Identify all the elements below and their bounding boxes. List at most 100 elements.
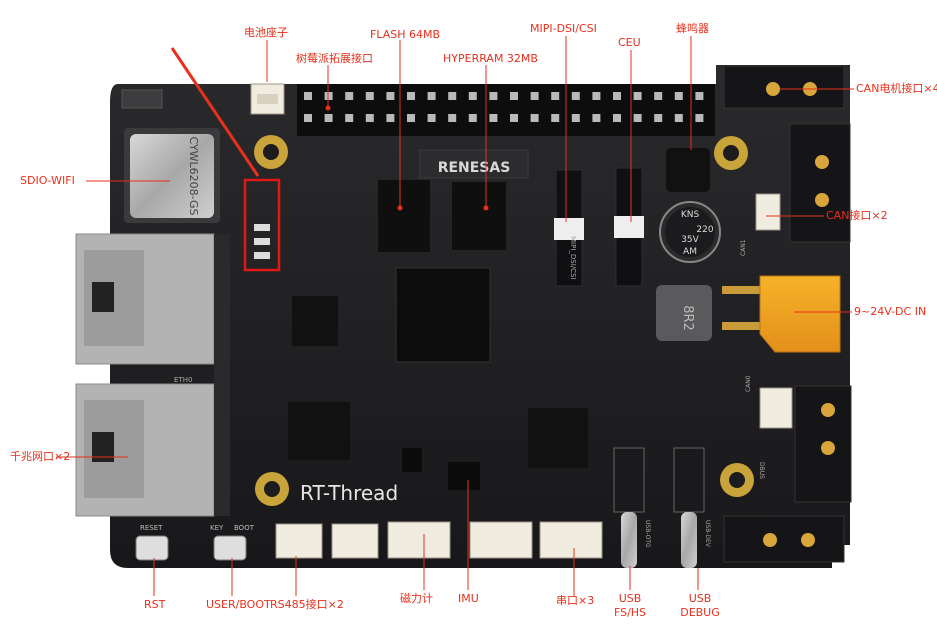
buzzer: [666, 148, 710, 192]
label-gigabit: 千兆网口×2: [10, 450, 71, 463]
inductor: [656, 285, 712, 341]
silk-can0: CAN0: [745, 375, 752, 392]
header-pin: [468, 92, 477, 100]
header-pin: [695, 114, 704, 122]
header-pin: [674, 92, 683, 100]
header-pin: [633, 114, 642, 122]
header-pin: [365, 92, 374, 100]
header-pin: [592, 114, 601, 122]
header-pin: [304, 114, 312, 122]
header-pin: [448, 114, 457, 122]
mounting-hole: [254, 135, 754, 506]
header-pin: [654, 92, 663, 100]
label-imu: IMU: [458, 592, 479, 605]
silk-mipi: MIPI_DSI/CSI: [569, 236, 577, 280]
header-pin: [345, 92, 354, 100]
header-pin: [386, 92, 395, 100]
label-usb-debug-1: USB: [688, 592, 712, 605]
header-pin: [386, 114, 395, 122]
inductor-marking: 8R2: [680, 305, 695, 331]
header-pin: [510, 92, 518, 100]
led-highlight-box: [243, 178, 281, 272]
silk-dbus: DBUS: [758, 462, 765, 479]
rpi-header: [297, 84, 715, 136]
header-pin: [613, 114, 621, 122]
silk-reset: RESET: [140, 524, 163, 532]
header-pin: [571, 92, 580, 100]
header-pin: [324, 114, 333, 122]
header-pin: [510, 114, 518, 122]
label-ceu: CEU: [618, 36, 641, 49]
cap-mark-1: KNS: [681, 210, 700, 220]
header-pin: [489, 114, 498, 122]
header-pin: [530, 114, 539, 122]
silk-can1: CAN1: [740, 239, 747, 256]
silk-key: KEY: [210, 524, 224, 532]
header-pin: [530, 92, 539, 100]
label-uart: 串口×3: [556, 594, 595, 607]
header-pin: [345, 114, 354, 122]
usb-port: [613, 447, 705, 568]
header-pin: [695, 92, 704, 100]
wifi-module: CYWL6208-GS: [124, 128, 220, 223]
dc-in-connector: [722, 275, 841, 353]
label-usb-fs-hs-1: USB: [618, 592, 642, 605]
imu-chip: [448, 462, 480, 490]
label-usb-debug-2: DEBUG: [680, 606, 720, 619]
ethernet-jack: [75, 233, 230, 517]
header-pin: [448, 92, 457, 100]
label-usb-fs-hs-2: FS/HS: [613, 606, 647, 619]
label-rpi-header: 树莓派拓展接口: [296, 52, 373, 65]
magnetometer-chip: [402, 448, 422, 472]
label-rst: RST: [144, 598, 166, 611]
rt-thread-logo: RT-Thread: [300, 481, 398, 505]
label-buzzer: 蜂鸣器: [676, 22, 709, 35]
mipi-connector: [554, 169, 584, 287]
reset-button: [135, 535, 169, 561]
can-port: [755, 193, 793, 429]
header-pin: [613, 92, 621, 100]
jst-connectors: [275, 521, 603, 559]
header-pin: [551, 92, 560, 100]
annotation-arrows: [56, 36, 854, 596]
main-mcu: [395, 267, 491, 363]
flash-chip: [378, 180, 430, 252]
header-pin: [304, 92, 312, 100]
label-dc-in: 9~24V-DC IN: [854, 305, 927, 318]
label-sdio-wifi: SDIO-WIFI: [20, 174, 75, 187]
ceu-connector: [614, 167, 644, 287]
header-pin: [427, 92, 436, 100]
renesas-logo: RENESAS: [438, 160, 511, 176]
header-pin: [489, 92, 498, 100]
hyperram-chip: [452, 182, 506, 250]
header-pin: [365, 114, 374, 122]
silk-usb-dev: USB-DEV: [704, 520, 711, 548]
cap-mark-4: AM: [683, 247, 697, 257]
header-pin: [468, 114, 477, 122]
header-pin: [427, 114, 436, 122]
header-pin: [674, 114, 683, 122]
label-user-boot: USER/BOOT: [206, 598, 271, 611]
header-pin: [633, 92, 642, 100]
header-pin: [407, 92, 415, 100]
label-battery: 电池座子: [244, 26, 288, 39]
silk-boot: BOOT: [234, 524, 255, 532]
cap-mark-2: 220: [696, 225, 713, 235]
can-motor-connector: [723, 65, 852, 563]
label-mipi: MIPI-DSI/CSI: [530, 22, 597, 35]
header-pin: [654, 114, 663, 122]
capacitor: [659, 201, 721, 263]
label-magnetometer: 磁力计: [400, 592, 433, 605]
wifi-module-marking: CYWL6208-GS: [187, 136, 200, 215]
label-flash: FLASH 64MB: [370, 28, 441, 41]
label-hyperram: HYPERRAM 32MB: [443, 52, 538, 65]
cap-mark-3: 35V: [681, 235, 699, 245]
label-can-port: CAN接口×2: [826, 209, 888, 222]
label-rs485: RS485接口×2: [270, 598, 344, 611]
header-pin: [551, 114, 560, 122]
user-boot-button: [213, 535, 247, 561]
header-pin: [324, 92, 333, 100]
silk-eth: ETH0: [174, 376, 192, 384]
